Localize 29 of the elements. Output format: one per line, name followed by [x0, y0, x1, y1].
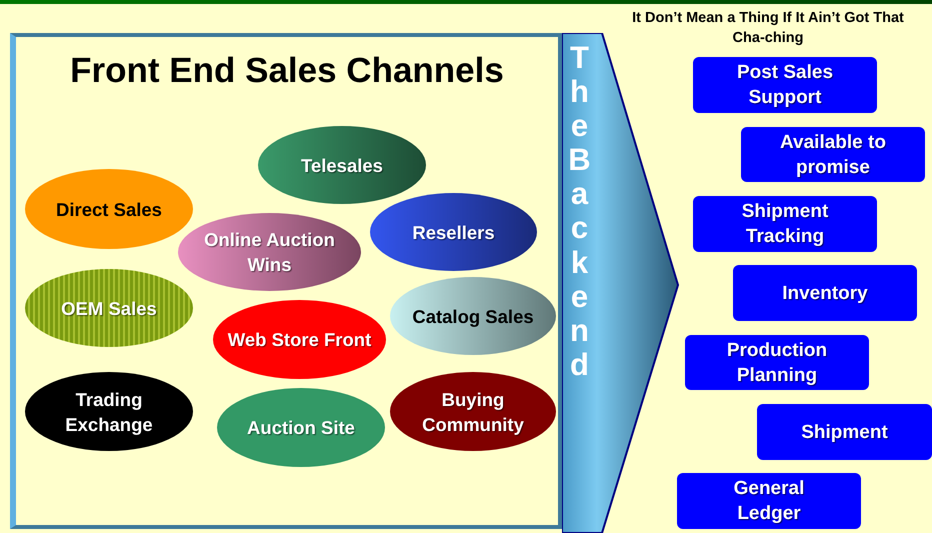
channel-label: Trading Exchange	[64, 388, 154, 436]
backend-label: Production Planning	[726, 338, 828, 388]
backend-box	[757, 404, 932, 460]
backend-box	[685, 335, 869, 390]
backend-label: Post Sales Support	[736, 61, 834, 110]
backend-vertical-label: The Backend	[567, 41, 592, 382]
backend-chevron-band	[562, 33, 680, 533]
channel-label: OEM Sales	[61, 296, 157, 320]
backend-box	[741, 127, 925, 182]
backend-label: General Ledger	[732, 477, 806, 526]
backend-box	[733, 265, 917, 321]
channel-label: Resellers	[412, 220, 495, 244]
backend-label: Available to promise	[779, 130, 887, 180]
channel-label: Web Store Front	[228, 328, 372, 352]
channel-label: Telesales	[301, 154, 383, 178]
backend-label: Inventory	[782, 282, 868, 306]
panel-title: Front End Sales Channels	[69, 51, 505, 91]
channel-label: Buying Community	[421, 388, 525, 436]
channel-label: Online Auction Wins	[203, 228, 336, 277]
channels-panel	[10, 33, 562, 529]
backend-box	[693, 196, 877, 252]
channel-label: Auction Site	[247, 416, 355, 440]
channel-label: Direct Sales	[56, 198, 162, 222]
backend-box	[677, 473, 861, 529]
channel-label: Catalog Sales	[412, 304, 534, 328]
backend-label: Shipment	[801, 420, 888, 444]
backend-label: Shipment Tracking	[740, 200, 830, 249]
backend-box	[693, 57, 877, 113]
slogan-heading: It Don’t Mean a Thing If It Ain’t Got That Cha-ching	[631, 9, 905, 48]
